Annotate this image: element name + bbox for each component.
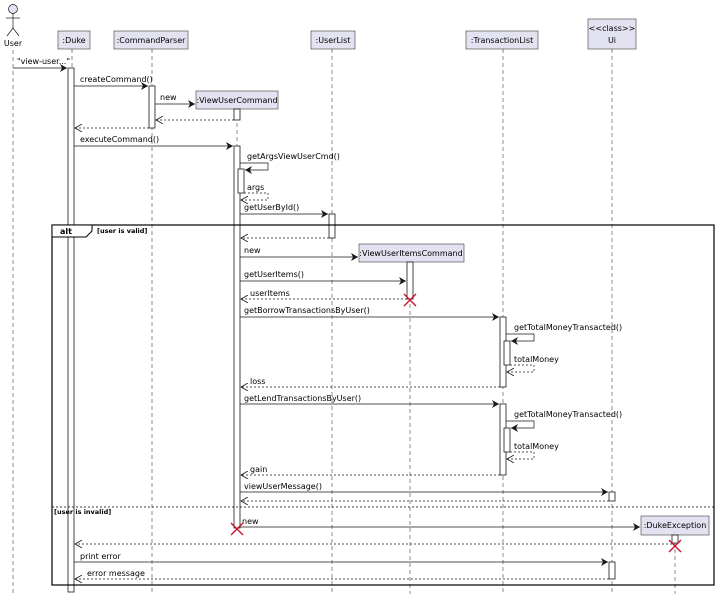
participant-ui-label: Ui [608, 36, 616, 45]
activation-view-user-command-execute [233, 145, 241, 529]
message-create-command-label: createCommand() [80, 75, 153, 84]
alt-guard-user-invalid: [user is invalid] [54, 508, 111, 516]
message-get-user-by-id-label: getUserById() [244, 203, 299, 212]
activation-command-parser [148, 85, 156, 129]
participant-duke-exception: :DukeException [640, 515, 710, 536]
activation-view-user-command-self [237, 168, 245, 194]
participant-user-list: :UserList [310, 30, 356, 50]
participant-ui: <<class>> Ui [587, 18, 637, 50]
activation-transaction-list-borrow-self [503, 340, 511, 366]
message-new-view-user-command-label: new [160, 93, 177, 102]
activation-ui-view [608, 491, 616, 502]
activation-view-user-items-command [406, 261, 414, 300]
message-get-user-items-label: getUserItems() [244, 270, 304, 279]
alt-frame-keyword: alt [60, 227, 72, 236]
participant-command-parser: :CommandParser [113, 30, 189, 50]
message-view-user-input-label: "view-user..." [17, 57, 70, 66]
participant-duke: :Duke [57, 30, 91, 50]
message-view-user-message-label: viewUserMessage() [244, 482, 322, 491]
message-total-money-borrow-return-label: totalMoney [514, 355, 559, 364]
message-gain-return-label: gain [250, 465, 267, 474]
activation-duke [67, 67, 75, 593]
participant-ui-stereotype: <<class>> [589, 24, 636, 33]
message-get-total-money-lend-arrow [506, 420, 535, 432]
message-get-total-money-lend-label: getTotalMoneyTransacted() [514, 410, 622, 419]
participant-user-list-label: :UserList [316, 36, 351, 45]
participant-view-user-items-command: :ViewUserItemsCommand [358, 243, 465, 263]
message-args-return-arrow [241, 192, 269, 200]
participant-view-user-items-command-label: :ViewUserItemsCommand [359, 249, 462, 258]
activation-view-user-command-init [233, 108, 241, 121]
alt-frame-tab [51, 224, 93, 238]
message-total-money-borrow-return-arrow [507, 364, 535, 372]
activation-user-list [328, 213, 336, 239]
destroy-duke-exception-icon [668, 539, 682, 553]
message-get-lend-transactions-label: getLendTransactionsByUser() [244, 394, 361, 403]
message-get-total-money-borrow-label: getTotalMoneyTransacted() [514, 323, 622, 332]
message-loss-return-label: loss [250, 377, 265, 386]
message-get-total-money-borrow-arrow [506, 333, 535, 345]
actor-user-head-icon [8, 4, 18, 14]
activation-duke-exception [671, 534, 679, 544]
participant-user-list-box [310, 30, 356, 50]
message-total-money-lend-return-label: totalMoney [514, 442, 559, 451]
participant-duke-exception-label: :DukeException [644, 521, 707, 530]
destroy-view-user-items-command-icon [403, 293, 417, 307]
participant-duke-label: :Duke [62, 36, 85, 45]
participant-view-user-command-label: :ViewUserCommand [196, 96, 277, 105]
message-execute-command-label: executeCommand() [80, 135, 159, 144]
alt-fragment: alt [user is valid] [user is invalid] [51, 224, 715, 586]
message-error-message-return-label: error message [87, 569, 145, 578]
alt-guard-user-valid: [user is valid] [97, 227, 147, 235]
message-user-items-return-label: userItems [250, 289, 290, 298]
message-get-args-arrow [240, 162, 269, 174]
actor-user-leg-right [12, 27, 20, 37]
activation-transaction-list-lend-self [503, 427, 511, 453]
alt-frame [51, 224, 715, 586]
message-new-view-user-items-command-label: new [244, 246, 261, 255]
message-new-duke-exception-label: new [242, 517, 259, 526]
message-get-args-label: getArgsViewUserCmd() [247, 152, 340, 161]
participant-transaction-list-label: :TransactionList [471, 36, 533, 45]
participant-transaction-list-box [465, 30, 539, 50]
participant-command-parser-box [113, 30, 189, 50]
actor-user: User [4, 4, 23, 48]
message-get-borrow-transactions-label: getBorrowTransactionsByUser() [244, 306, 370, 315]
message-print-error-label: print error [80, 552, 121, 561]
activation-ui-error [608, 561, 616, 580]
participant-view-user-command: :ViewUserCommand [195, 90, 279, 110]
participant-transaction-list: :TransactionList [465, 30, 539, 50]
destroy-view-user-command-icon [230, 522, 244, 536]
participant-duke-box [57, 30, 91, 50]
actor-user-leg-left [6, 27, 14, 37]
actor-user-label: User [4, 39, 23, 48]
message-total-money-lend-return-arrow [507, 451, 535, 459]
participant-ui-box [587, 18, 637, 50]
message-args-return-label: args [247, 183, 264, 192]
participant-command-parser-label: :CommandParser [117, 36, 187, 45]
